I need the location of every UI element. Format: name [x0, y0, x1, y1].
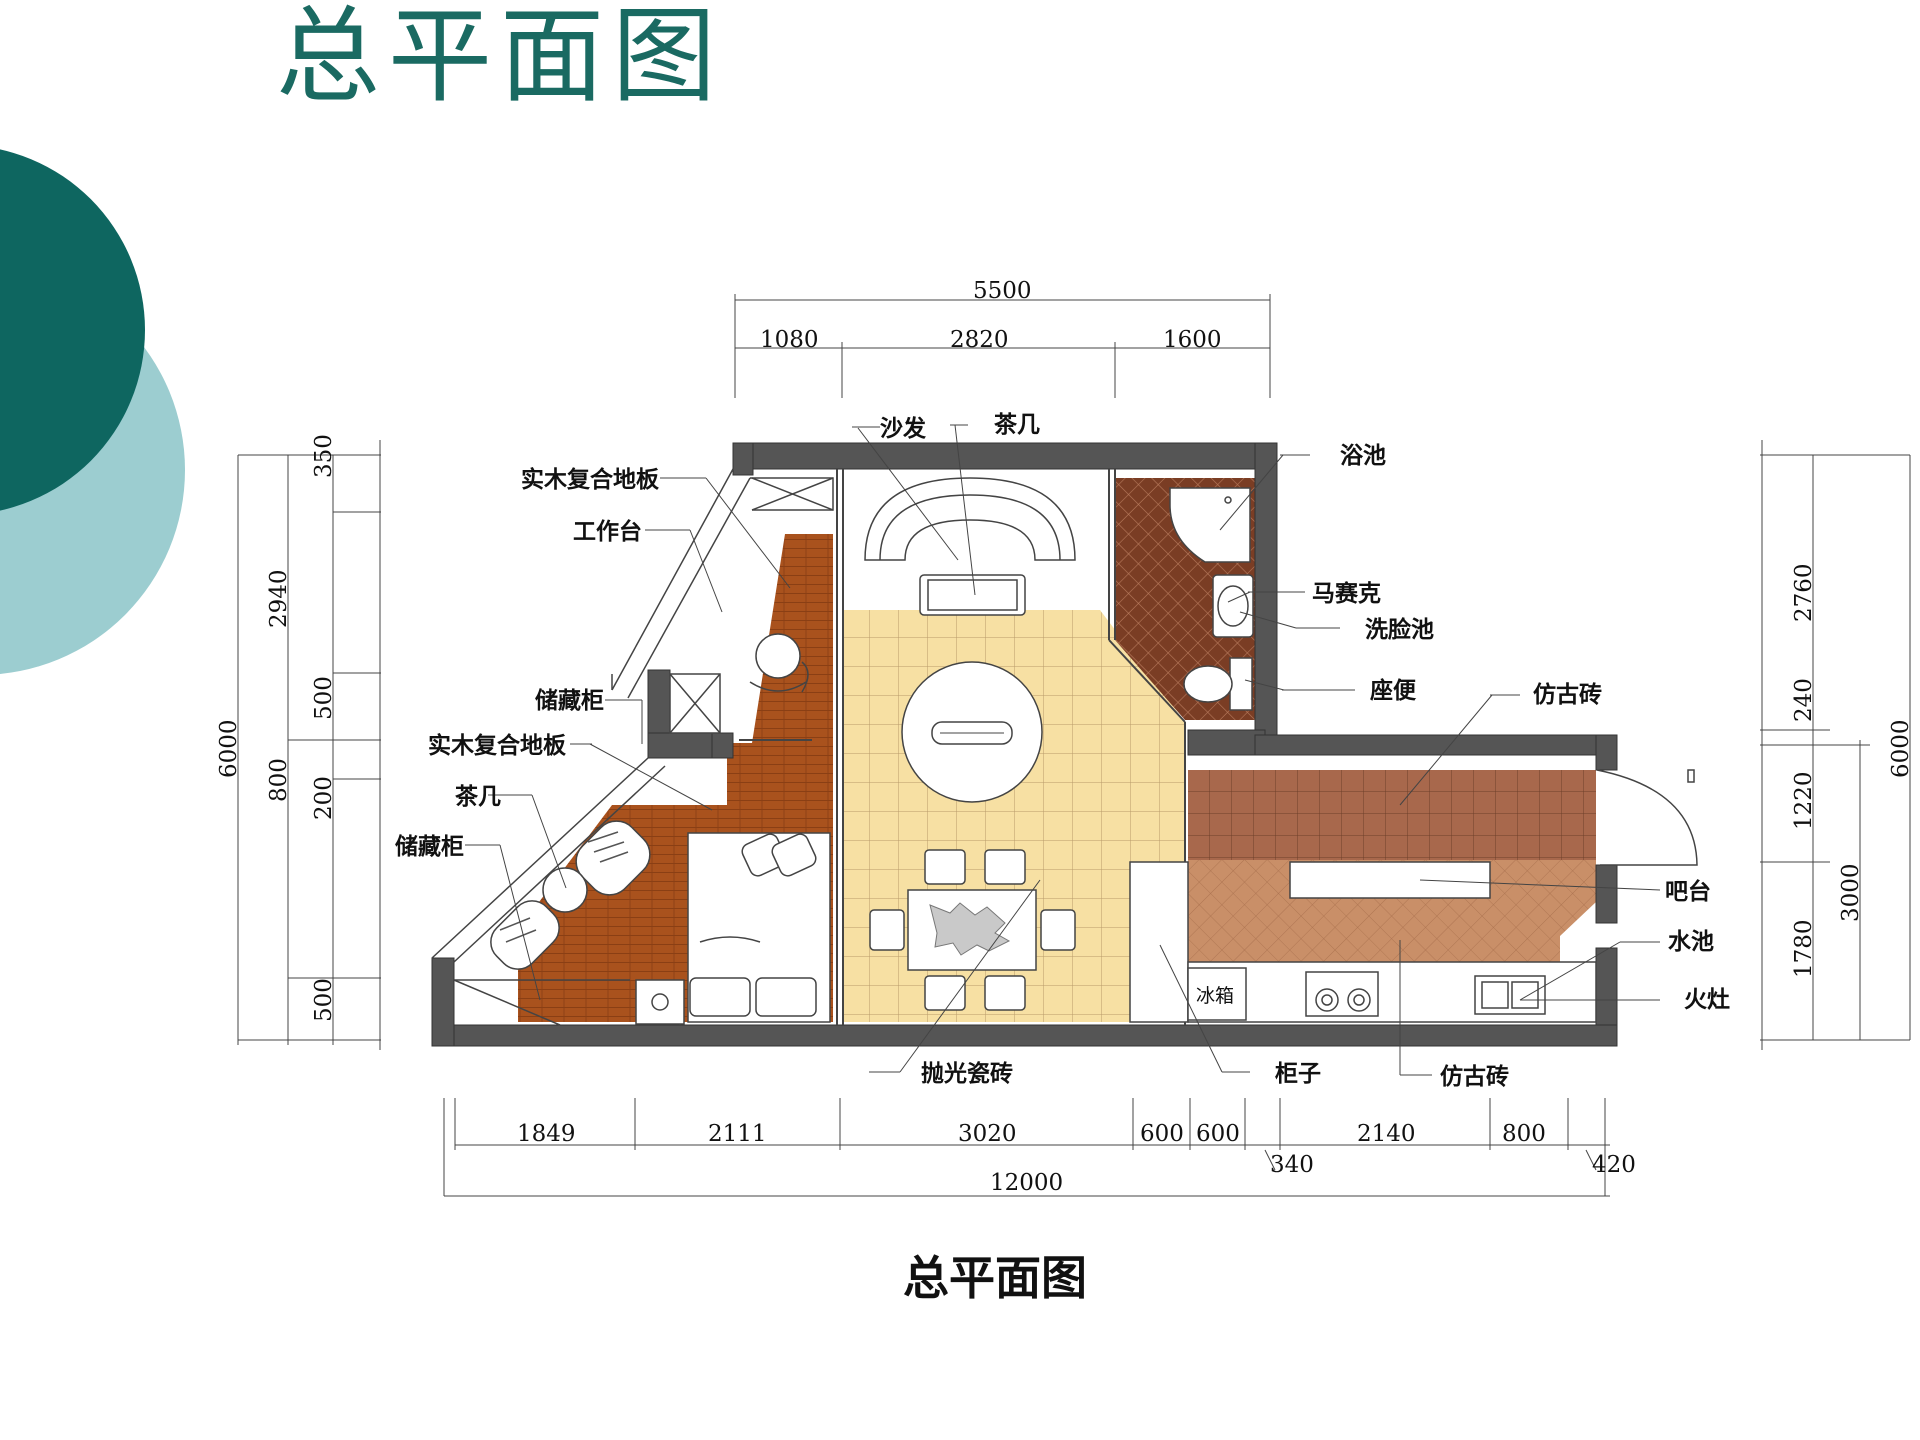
- dim-left-inner-1: 350: [311, 434, 337, 478]
- storage-left: [453, 979, 630, 1026]
- walls: [431, 442, 1618, 1047]
- label-storage-top: 储藏柜: [535, 687, 604, 714]
- dim-bottom-total: 12000: [990, 1170, 1063, 1196]
- leader-lines: [465, 424, 1661, 1076]
- dim-bottom-extra-1: 340: [1270, 1152, 1314, 1178]
- dim-left-inner-3: 200: [311, 776, 337, 820]
- label-cabinet: 柜子: [1275, 1060, 1321, 1087]
- label-sink: 水池: [1668, 928, 1714, 955]
- dim-top-2: 2820: [950, 327, 1009, 353]
- figure-caption: 总平面图: [903, 1251, 1087, 1305]
- dim-right-inner-2: 240: [1791, 678, 1817, 722]
- label-toilet: 座便: [1370, 677, 1417, 704]
- kitchen-fixtures: [1129, 769, 1698, 1023]
- label-wood-floor-top: 实木复合地板: [521, 466, 660, 493]
- dark-teal-circle: [0, 149, 145, 511]
- label-washbasin: 洗脸池: [1365, 616, 1434, 643]
- round-coffee-table: [901, 661, 1043, 803]
- decorative-circles: [0, 149, 185, 674]
- dimensions-bottom: [443, 1098, 1610, 1197]
- label-bar-counter: 吧台: [1665, 878, 1711, 905]
- lounge-chairs: [490, 820, 651, 970]
- dim-right-total: 6000: [1888, 719, 1914, 778]
- dim-bottom-extra-2: 420: [1592, 1152, 1636, 1178]
- dim-bottom-3: 3020: [958, 1121, 1017, 1147]
- label-sofa: 沙发: [880, 415, 926, 442]
- page-title: 总平面图: [276, 0, 725, 117]
- dim-left-total: 6000: [216, 719, 242, 778]
- label-storage-left: 储藏柜: [395, 833, 464, 860]
- bedroom-storage: [635, 979, 685, 1025]
- label-antique-tile-top: 仿古砖: [1533, 681, 1602, 708]
- dim-right-inner-1: 2760: [1791, 563, 1817, 622]
- dimensions-right: [1760, 440, 1911, 1050]
- dim-bottom-2: 2111: [708, 1121, 767, 1147]
- dim-left-outer-1: 2940: [266, 569, 292, 628]
- dim-bottom-6: 2140: [1357, 1121, 1416, 1147]
- dimensions-top: [734, 294, 1271, 398]
- dim-bottom-7: 800: [1502, 1121, 1546, 1147]
- dim-right-inner-4: 1780: [1791, 919, 1817, 978]
- dim-bottom-1: 1849: [517, 1121, 576, 1147]
- dim-top-total: 5500: [973, 278, 1032, 304]
- labels: 沙发 茶几 浴池 实木复合地板 工作台 马赛克 洗脸池 座便 仿古砖 储藏柜 实…: [395, 411, 1730, 1090]
- dim-top-1: 1080: [760, 327, 819, 353]
- antique-tile-strip: [1188, 770, 1596, 860]
- dining-set: [869, 849, 1076, 1011]
- dim-left-inner-4: 500: [311, 978, 337, 1022]
- label-polished-tile: 抛光瓷砖: [921, 1060, 1013, 1087]
- label-stove: 火灶: [1684, 986, 1730, 1013]
- fridge-label: 冰箱: [1196, 985, 1234, 1007]
- window-lines: [431, 468, 834, 963]
- dim-top-3: 1600: [1163, 327, 1222, 353]
- dim-bottom-4: 600: [1140, 1121, 1184, 1147]
- label-workbench: 工作台: [573, 518, 642, 545]
- label-coffee-table-left: 茶几: [455, 783, 501, 810]
- workbench-chair: [749, 633, 809, 693]
- dimensions-left: [237, 440, 381, 1050]
- dim-bottom-5: 600: [1196, 1121, 1240, 1147]
- label-wood-floor-mid: 实木复合地板: [428, 732, 567, 759]
- label-antique-tile-bottom: 仿古砖: [1440, 1063, 1509, 1090]
- bed: [689, 833, 817, 1017]
- dim-left-outer-2: 800: [266, 758, 292, 802]
- label-coffee-table-top: 茶几: [994, 411, 1040, 438]
- label-mosaic: 马赛克: [1312, 580, 1381, 607]
- dim-right-inner-3: 1220: [1791, 771, 1817, 830]
- dim-right-outer-1: 3000: [1838, 863, 1864, 922]
- sofa: [864, 477, 1076, 616]
- label-bathtub: 浴池: [1340, 442, 1386, 469]
- dim-left-inner-2: 500: [311, 676, 337, 720]
